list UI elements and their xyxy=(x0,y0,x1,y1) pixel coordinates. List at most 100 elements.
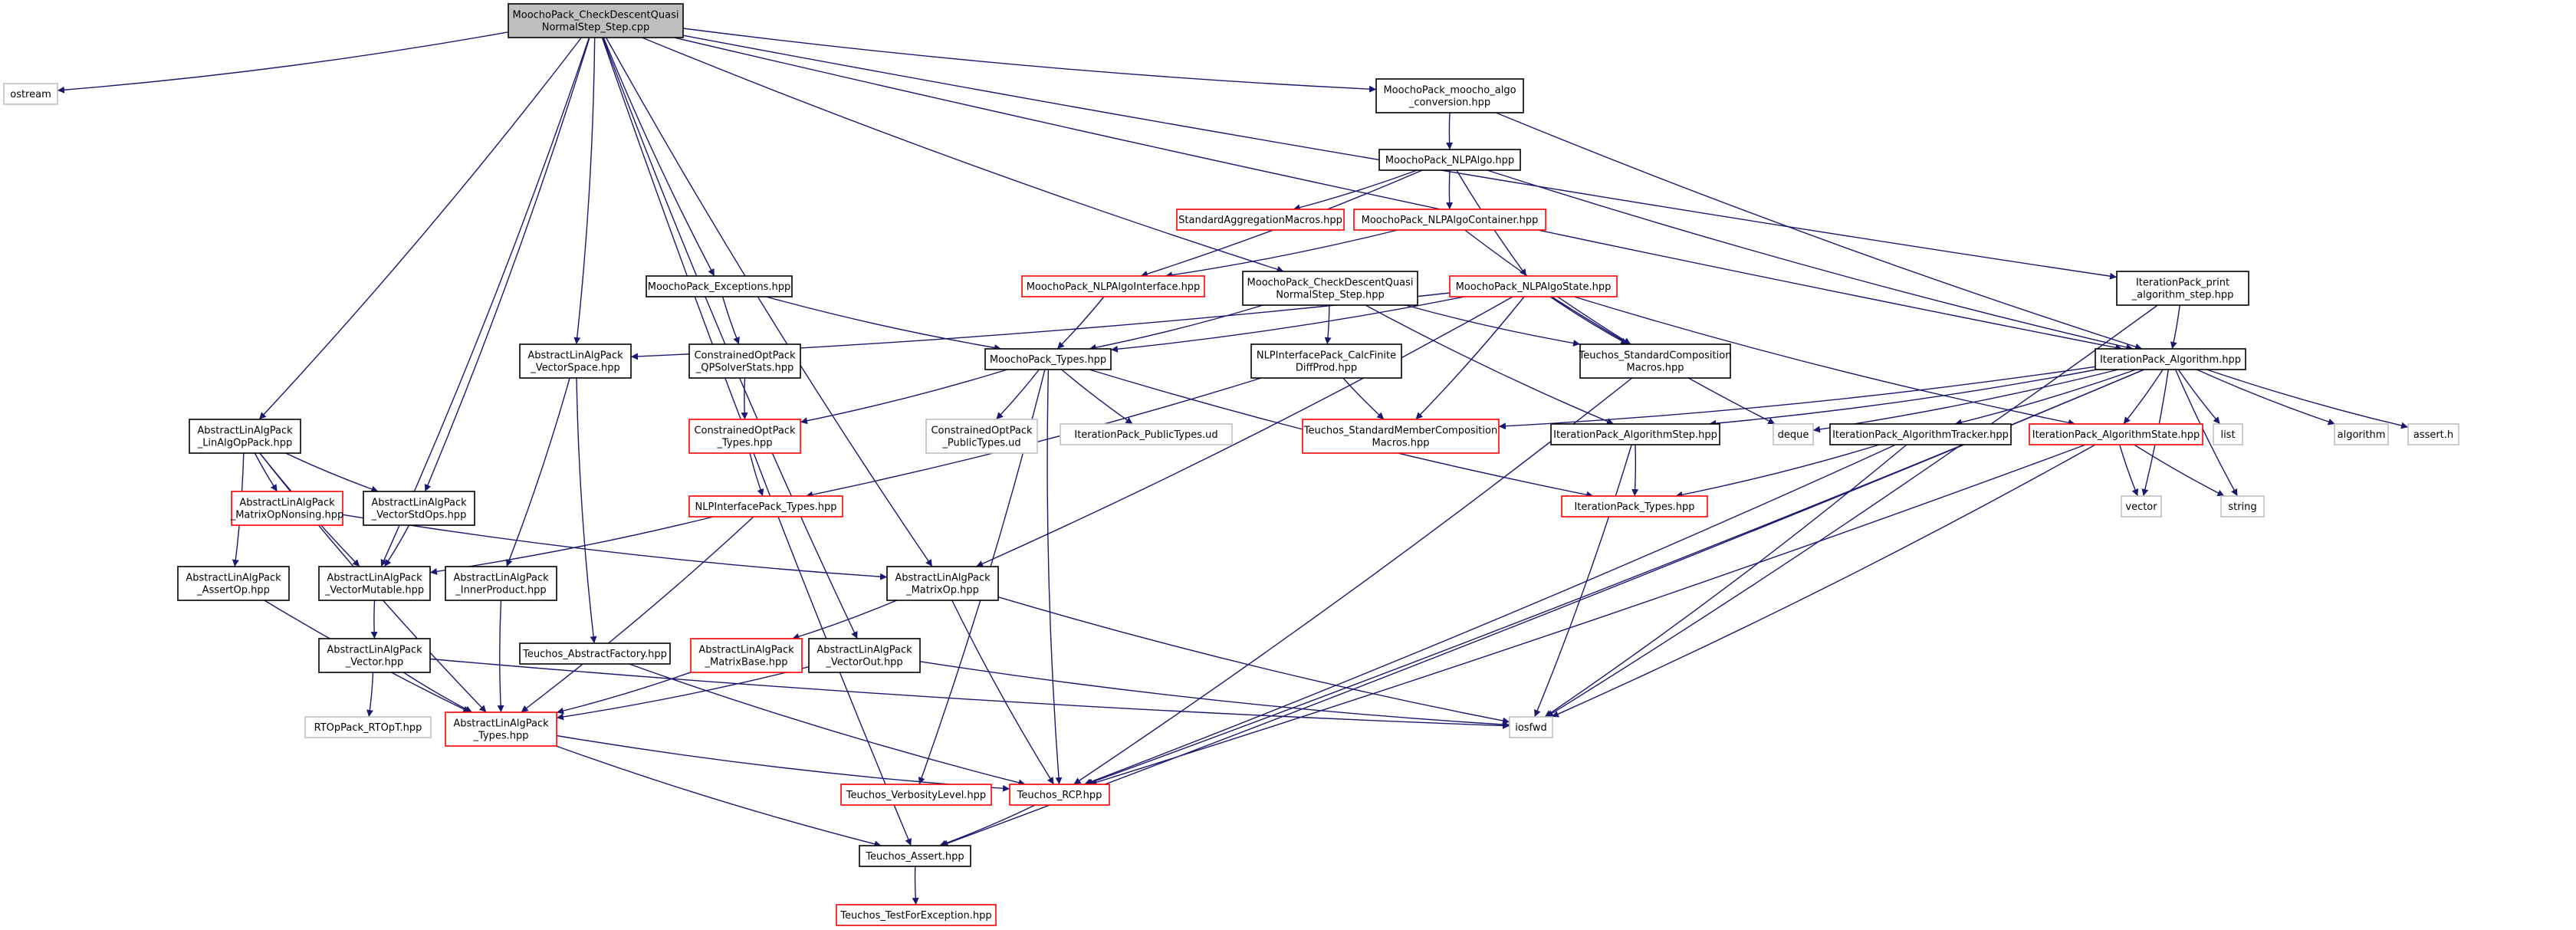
include-edge-algo_conv-to-iteralgo xyxy=(1495,112,2143,350)
node-coptypes[interactable]: ConstrainedOptPack_Types.hpp xyxy=(688,419,801,454)
node-iteralgo[interactable]: IterationPack_Algorithm.hpp xyxy=(2095,348,2246,370)
include-edge-algostate-to-string xyxy=(2134,444,2225,497)
node-nlpiptypes[interactable]: NLPInterfacePack_Types.hpp xyxy=(688,495,843,518)
node-algostep[interactable]: IterationPack_AlgorithmStep.hpp xyxy=(1550,423,1720,445)
node-nlpalgo[interactable]: MoochoPack_NLPAlgo.hpp xyxy=(1378,149,1521,171)
node-verbosity[interactable]: Teuchos_VerbosityLevel.hpp xyxy=(840,784,992,806)
node-checkdesc_hpp[interactable]: MoochoPack_CheckDescentQuasiNormalStep_S… xyxy=(1242,271,1418,306)
node-vector[interactable]: vector xyxy=(2121,495,2162,518)
node-label-line: RTOpPack_RTOpT.hpp xyxy=(314,722,422,734)
include-edge-linalgop-to-matrixopnonsing xyxy=(254,452,278,492)
include-edge-matrixop-to-iosfwd xyxy=(997,596,1510,725)
node-innerproduct[interactable]: AbstractLinAlgPack_InnerProduct.hpp xyxy=(445,566,557,601)
node-stdagg[interactable]: StandardAggregationMacros.hpp xyxy=(1176,209,1345,231)
node-list[interactable]: list xyxy=(2213,423,2243,445)
node-print_step[interactable]: IterationPack_print_algorithm_step.hpp xyxy=(2116,271,2249,306)
node-vectorspace[interactable]: AbstractLinAlgPack_VectorSpace.hpp xyxy=(519,343,632,379)
node-box xyxy=(1773,423,1814,445)
node-exceptions[interactable]: MoochoPack_Exceptions.hpp xyxy=(646,275,793,297)
node-moochotypes[interactable]: MoochoPack_Types.hpp xyxy=(984,348,1112,370)
node-box xyxy=(2121,495,2162,518)
node-box xyxy=(445,566,557,601)
node-label-line: IterationPack_AlgorithmStep.hpp xyxy=(1553,429,1717,441)
node-vectorhpp[interactable]: AbstractLinAlgPack_Vector.hpp xyxy=(318,638,431,673)
node-nlpstate[interactable]: MoochoPack_NLPAlgoState.hpp xyxy=(1449,275,1618,297)
node-rcp[interactable]: Teuchos_RCP.hpp xyxy=(1009,784,1110,806)
node-rtoptypes[interactable]: RTOpPack_RTOpT.hpp xyxy=(304,716,432,738)
node-box xyxy=(1579,343,1731,379)
node-label-line: NormalStep_Step.cpp xyxy=(542,22,650,34)
include-edge-root-to-vectormutable xyxy=(380,37,590,567)
node-root[interactable]: MoochoPack_CheckDescentQuasiNormalStep_S… xyxy=(508,3,684,38)
node-string[interactable]: string xyxy=(2220,495,2265,518)
node-algorithm[interactable]: algorithm xyxy=(2334,423,2389,445)
include-edge-vectorhpp-to-alptypes xyxy=(402,672,473,713)
node-box xyxy=(1829,423,2012,445)
node-label-line: algorithm xyxy=(2338,429,2386,441)
node-matrixop[interactable]: AbstractLinAlgPack_MatrixOp.hpp xyxy=(886,566,999,601)
node-box xyxy=(231,491,343,526)
node-vectormutable[interactable]: AbstractLinAlgPack_VectorMutable.hpp xyxy=(318,566,431,601)
node-box xyxy=(363,491,475,526)
node-box xyxy=(1176,209,1345,231)
include-edge-nlpalgo-to-iteralgo xyxy=(1487,169,2134,351)
node-label-line: AbstractLinAlgPack xyxy=(453,718,549,730)
node-vectorout[interactable]: AbstractLinAlgPack_VectorOut.hpp xyxy=(808,638,921,673)
node-asserth[interactable]: assert.h xyxy=(2407,423,2459,445)
node-stdmember[interactable]: Teuchos_StandardMemberCompositionMacros.… xyxy=(1302,419,1500,454)
node-box xyxy=(840,784,992,806)
node-assert[interactable]: Teuchos_Assert.hpp xyxy=(859,845,971,867)
include-edge-print_step-to-iteralgo xyxy=(2170,304,2180,350)
node-itertypes[interactable]: IterationPack_Types.hpp xyxy=(1561,495,1708,518)
node-algostate[interactable]: IterationPack_AlgorithmState.hpp xyxy=(2029,423,2203,445)
include-edge-rcp-to-assert xyxy=(939,804,1036,847)
node-iterpublic[interactable]: IterationPack_PublicTypes.ud xyxy=(1060,423,1233,445)
node-vectorstdops[interactable]: AbstractLinAlgPack_VectorStdOps.hpp xyxy=(363,491,475,526)
include-edge-algotracker-to-itertypes xyxy=(1675,444,1880,498)
include-edge-nlpalgo-to-stdagg xyxy=(1293,169,1418,212)
include-edge-matrixbase-to-alptypes xyxy=(556,672,692,715)
node-box xyxy=(1550,423,1720,445)
include-edge-exceptions-to-moochotypes xyxy=(765,296,1002,351)
node-box xyxy=(1302,419,1500,454)
node-label-line: AbstractLinAlgPack xyxy=(698,645,794,656)
node-qpsolverstats[interactable]: ConstrainedOptPack_QPSolverStats.hpp xyxy=(688,343,801,379)
node-box xyxy=(2213,423,2243,445)
node-label-line: MoochoPack_Exceptions.hpp xyxy=(648,281,791,293)
include-edge-vectormutable-to-vectorhpp xyxy=(370,600,378,639)
node-algo_conv[interactable]: MoochoPack_moocho_algo_conversion.hpp xyxy=(1375,78,1524,113)
node-deque[interactable]: deque xyxy=(1773,423,1814,445)
node-assertop[interactable]: AbstractLinAlgPack_AssertOp.hpp xyxy=(177,566,290,601)
node-ostream[interactable]: ostream xyxy=(3,83,58,105)
node-algotracker[interactable]: IterationPack_AlgorithmTracker.hpp xyxy=(1829,423,2012,445)
include-edge-root-to-algo_conv xyxy=(682,28,1377,93)
include-edge-iteralgo-to-algostate xyxy=(2123,369,2164,425)
node-label-line: StandardAggregationMacros.hpp xyxy=(1178,215,1342,226)
include-edge-iteralgo-to-algotracker xyxy=(1954,369,2137,426)
node-label-line: Teuchos_StandardMemberComposition xyxy=(1303,426,1497,437)
node-iosfwd[interactable]: iosfwd xyxy=(1509,716,1553,738)
node-absfactory[interactable]: Teuchos_AbstractFactory.hpp xyxy=(519,642,671,665)
node-nlpcontainer[interactable]: MoochoPack_NLPAlgoContainer.hpp xyxy=(1353,209,1546,231)
node-copublic[interactable]: ConstrainedOptPack_PublicTypes.ud xyxy=(925,419,1038,454)
include-edge-checkdesc_hpp-to-algostep xyxy=(1365,304,1615,425)
node-testexc[interactable]: Teuchos_TestForException.hpp xyxy=(836,904,997,926)
include-edge-root-to-exceptions xyxy=(603,37,715,277)
include-edge-algostep-to-iosfwd xyxy=(1534,444,1632,718)
node-matrixbase[interactable]: AbstractLinAlgPack_MatrixBase.hpp xyxy=(690,638,803,673)
node-label-line: _algorithm_step.hpp xyxy=(2131,290,2234,301)
node-box xyxy=(690,638,803,673)
include-edge-root-to-iteralgo xyxy=(674,37,2123,351)
node-alptypes[interactable]: AbstractLinAlgPack_Types.hpp xyxy=(445,711,557,747)
nodes-layer: MoochoPack_CheckDescentQuasiNormalStep_S… xyxy=(3,3,2459,926)
node-matrixopnonsing[interactable]: AbstractLinAlgPack_MatrixOpNonsing.hpp xyxy=(230,491,344,526)
node-linalgop[interactable]: AbstractLinAlgPack_LinAlgOpPack.hpp xyxy=(189,419,301,454)
node-label-line: NLPInterfacePack_Types.hpp xyxy=(695,501,837,513)
node-label-line: _VectorMutable.hpp xyxy=(324,585,424,596)
include-edge-algotracker-to-iosfwd xyxy=(1544,444,1907,718)
node-label-line: _LinAlgOpPack.hpp xyxy=(197,438,293,449)
include-edge-root-to-checkdesc_hpp xyxy=(642,37,1284,273)
node-nlpinterface[interactable]: MoochoPack_NLPAlgoInterface.hpp xyxy=(1021,275,1205,297)
